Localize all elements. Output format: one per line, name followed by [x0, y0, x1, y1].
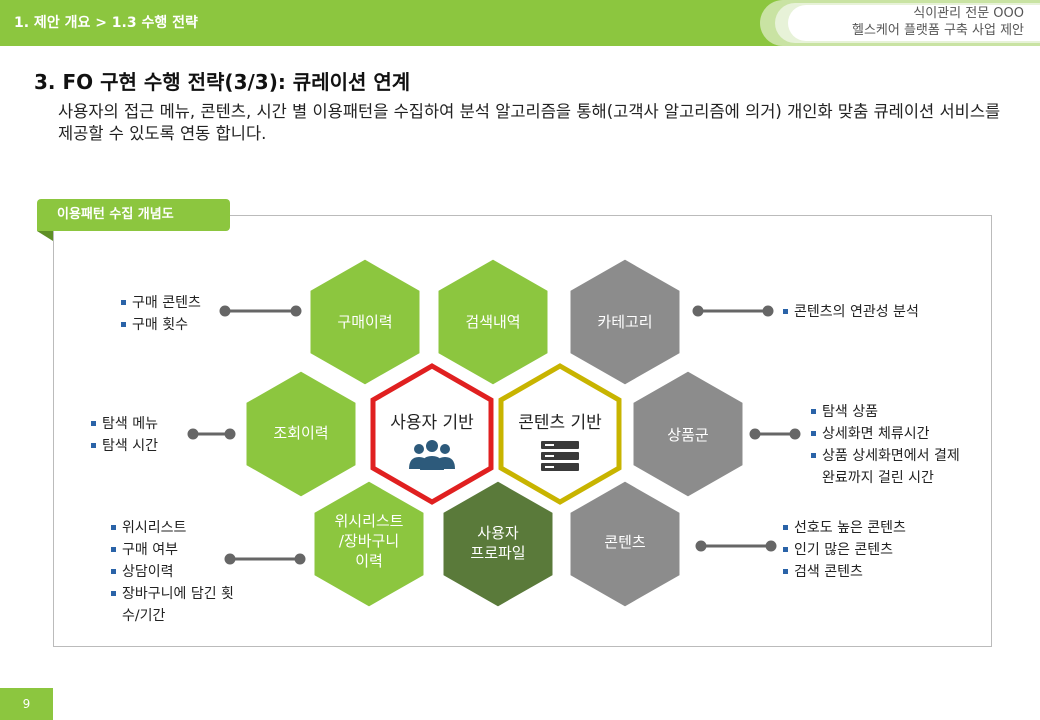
project-name: 헬스케어 플랫폼 구축 사업 제안: [851, 23, 1024, 38]
connector-category: [692, 305, 774, 317]
bullets-contents: 선호도 높은 콘텐츠 인기 많은 콘텐츠 검색 콘텐츠: [782, 517, 962, 583]
list-item: 상품 상세화면에서 결제완료까지 걸린 시간: [810, 445, 960, 489]
page-description: 사용자의 접근 메뉴, 콘텐츠, 시간 별 이용패턴을 수집하여 분석 알고리즘…: [58, 102, 1001, 143]
panel-title: 이용패턴 수집 개념도: [37, 199, 230, 231]
connector-view: [187, 428, 236, 440]
page-title: 3. FO 구현 수행 전략(3/3): 큐레이션 연계: [34, 70, 411, 94]
concept-panel: [53, 215, 992, 647]
list-item: 탐색 시간: [90, 435, 190, 457]
list-item: 위시리스트: [110, 517, 250, 539]
hex-search-history-label: 검색내역: [465, 313, 520, 331]
bullets-category: 콘텐츠의 연관성 분석: [782, 301, 922, 323]
list-item: 콘텐츠의 연관성 분석: [782, 301, 922, 323]
hex-product-group-label: 상품군: [667, 426, 709, 444]
server-icon: [541, 441, 579, 471]
list-item: 구매 여부: [110, 539, 250, 561]
connector-wishlist: [224, 553, 306, 565]
connector-contents: [695, 540, 777, 552]
users-icon: [409, 440, 455, 470]
bullets-purchase: 구매 콘텐츠 구매 횟수: [120, 292, 230, 336]
hex-content-based-label: 콘텐츠 기반: [518, 413, 602, 433]
hex-user-based-label: 사용자 기반: [390, 413, 474, 433]
hex-wishlist-history: [311, 478, 427, 610]
list-item: 구매 횟수: [120, 314, 230, 336]
bullets-search: 탐색 메뉴 탐색 시간: [90, 413, 190, 457]
hex-view-history: [243, 368, 359, 500]
panel-tab-fold: [37, 231, 53, 241]
hex-purchase-history-label: 구매이력: [337, 313, 392, 331]
list-item: 장바구니에 담긴 횟수/기간: [110, 583, 250, 627]
hex-wishlist-label-1: 위시리스트: [334, 512, 403, 530]
breadcrumb: 1. 제안 개요 > 1.3 수행 전략: [14, 15, 198, 31]
list-item: 탐색 상품: [810, 401, 960, 423]
connector-purchase: [219, 305, 302, 317]
hex-content-based: [498, 363, 622, 505]
hex-user-profile-label-1: 사용자: [477, 524, 519, 542]
hex-category: [567, 256, 683, 388]
hex-contents-label: 콘텐츠: [604, 533, 646, 551]
hex-product-group: [630, 368, 746, 500]
bullets-product: 탐색 상품 상세화면 체류시간 상품 상세화면에서 결제완료까지 걸린 시간: [810, 401, 960, 489]
list-item: 상담이력: [110, 561, 250, 583]
list-item: 검색 콘텐츠: [782, 561, 962, 583]
list-item: 구매 콘텐츠: [120, 292, 230, 314]
header-decoration: [788, 5, 1040, 41]
hex-contents: [567, 478, 683, 610]
hex-user-based: [370, 363, 494, 505]
list-item: 인기 많은 콘텐츠: [782, 539, 962, 561]
hex-category-label: 카테고리: [597, 313, 652, 331]
page-number: 9: [0, 688, 53, 720]
hex-view-history-label: 조회이력: [273, 424, 328, 442]
company-name: 식이관리 전문 OOO: [913, 6, 1024, 21]
header-bar: 1. 제안 개요 > 1.3 수행 전략 식이관리 전문 OOO 헬스케어 플랫…: [0, 0, 1040, 46]
hex-wishlist-label-3: 이력: [355, 552, 383, 570]
hex-user-profile-label-2: 프로파일: [470, 544, 525, 562]
list-item: 탐색 메뉴: [90, 413, 190, 435]
bullets-wishlist: 위시리스트 구매 여부 상담이력 장바구니에 담긴 횟수/기간: [110, 517, 250, 627]
company-info: 식이관리 전문 OOO 헬스케어 플랫폼 구축 사업 제안: [852, 5, 1024, 39]
hex-wishlist-label-2: /장바구니: [339, 532, 399, 550]
connector-product: [749, 428, 801, 440]
hex-purchase-history: [307, 256, 423, 388]
list-item: 선호도 높은 콘텐츠: [782, 517, 962, 539]
header-green-band: [0, 0, 820, 46]
list-item: 상세화면 체류시간: [810, 423, 960, 445]
hex-user-profile: [440, 478, 556, 610]
hex-search-history: [435, 256, 551, 388]
